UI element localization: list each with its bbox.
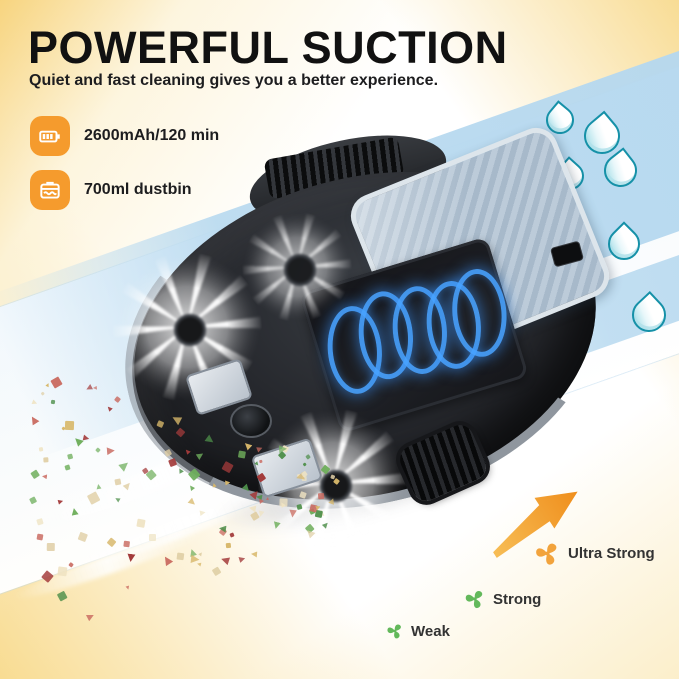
debris-particle xyxy=(85,612,95,622)
debris-particle xyxy=(258,511,265,518)
fan-icon xyxy=(534,540,561,567)
debris-particle xyxy=(226,542,232,549)
battery-icon xyxy=(30,116,70,156)
debris-particle xyxy=(250,511,260,521)
feature-label: 2600mAh/120 min xyxy=(84,127,220,144)
debris-particle xyxy=(280,498,288,507)
debris-particle xyxy=(304,527,315,538)
debris-particle xyxy=(317,492,325,500)
debris-particle xyxy=(176,552,185,561)
debris-particle xyxy=(220,555,230,565)
debris-particle xyxy=(251,551,258,558)
suction-level-label: Ultra Strong xyxy=(568,545,655,562)
debris-particle xyxy=(228,532,235,539)
debris-particle xyxy=(332,478,340,486)
suction-level-label: Weak xyxy=(411,622,450,640)
debris-particle xyxy=(296,504,302,511)
debris-particle xyxy=(315,504,321,510)
suction-level-label: Strong xyxy=(493,590,542,608)
suction-level-weak: Weak xyxy=(386,622,450,640)
fan-icon xyxy=(464,588,486,610)
debris-particle xyxy=(161,554,173,566)
debris-particle xyxy=(219,528,228,537)
page-title: POWERFUL SUCTION xyxy=(28,22,508,73)
debris-particle xyxy=(188,548,197,557)
feature-item-battery: 2600mAh/120 min xyxy=(30,116,219,156)
debris-particle xyxy=(218,525,226,533)
debris-particle xyxy=(308,507,315,514)
debris-particle xyxy=(318,509,327,518)
debris-particle xyxy=(191,555,200,564)
suction-level-ultra-strong: Ultra Strong xyxy=(534,540,655,567)
debris-particle xyxy=(56,590,68,602)
feature-item-dustbin: 700ml dustbin xyxy=(30,170,192,210)
debris-particle xyxy=(329,497,337,505)
debris-particle xyxy=(304,523,315,534)
debris-particle xyxy=(309,503,318,513)
debris-particle xyxy=(238,555,246,563)
debris-particle xyxy=(126,585,131,590)
debris-particle xyxy=(197,561,202,566)
debris-particle xyxy=(272,521,280,529)
debris-particle xyxy=(314,509,324,519)
debris-particle xyxy=(199,552,204,557)
debris-particle xyxy=(279,501,286,508)
feature-label: 700ml dustbin xyxy=(84,181,192,198)
subtitle: Quiet and fast cleaning gives you a bett… xyxy=(29,72,439,89)
debris-particle xyxy=(211,566,221,576)
suction-level-strong: Strong xyxy=(464,588,541,610)
dustbin-icon xyxy=(30,170,70,210)
debris-particle xyxy=(288,510,296,518)
debris-particle xyxy=(298,491,307,500)
fan-icon xyxy=(386,622,404,640)
debris-particle xyxy=(322,521,330,529)
